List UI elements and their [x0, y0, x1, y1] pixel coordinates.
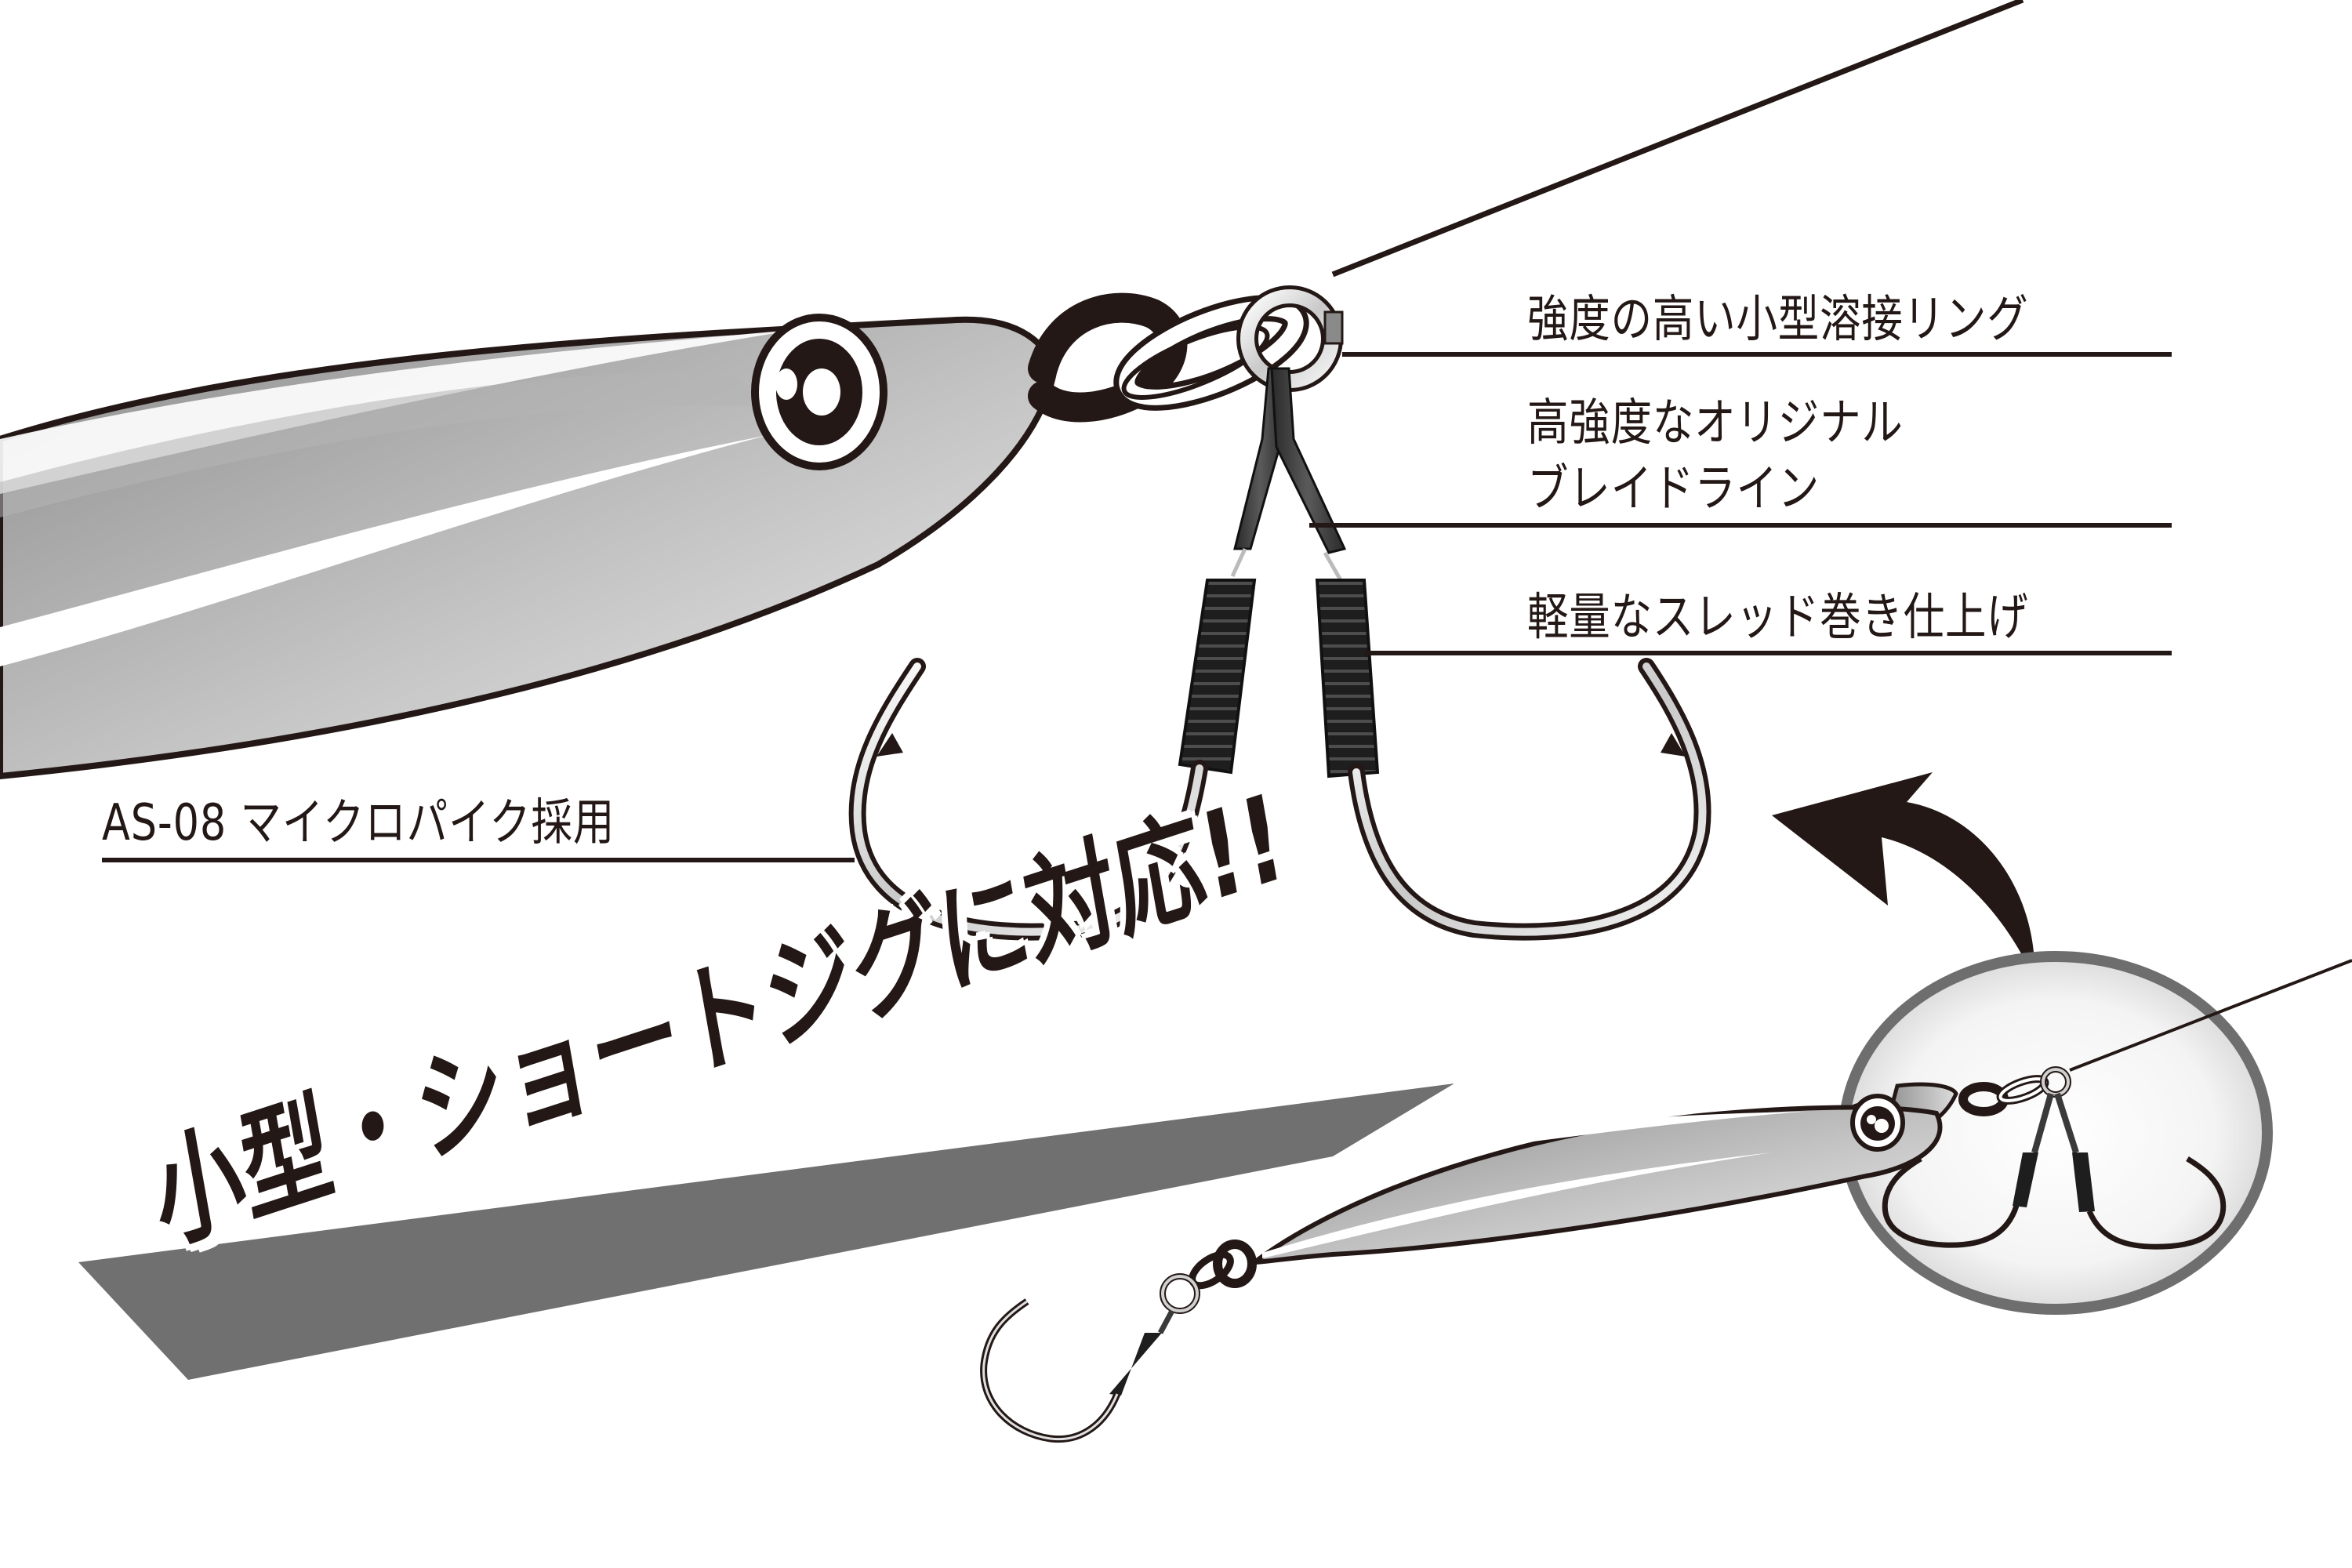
fishing-line — [1331, 0, 2024, 278]
solid-ring — [1236, 285, 1344, 392]
banner-shape — [78, 1083, 1454, 1380]
callout-hook-label: AS-08 マイクロパイク採用 — [102, 794, 615, 852]
split-ring — [1113, 295, 1309, 411]
assist-hook-pair — [848, 658, 1711, 941]
callout-ring-label: 強度の高い小型溶接リング — [1527, 291, 2029, 349]
curved-arrow-icon — [1772, 772, 2035, 980]
small-jig-overview — [980, 1094, 1943, 1443]
callout-braid-label-line2: ブレイドライン — [1527, 460, 1820, 518]
large-jig-closeup — [0, 314, 1058, 780]
callout-thread-label: 軽量なスレッド巻き仕上げ — [1527, 589, 2029, 647]
magnifier-circle — [1838, 951, 2352, 1315]
leader-lines — [102, 352, 2172, 862]
braid-line — [1230, 367, 1347, 582]
callout-braid-label-line1: 高強度なオリジナル — [1527, 394, 1904, 452]
jig-eye-icon — [751, 314, 887, 470]
thread-wrap — [1178, 579, 1380, 779]
